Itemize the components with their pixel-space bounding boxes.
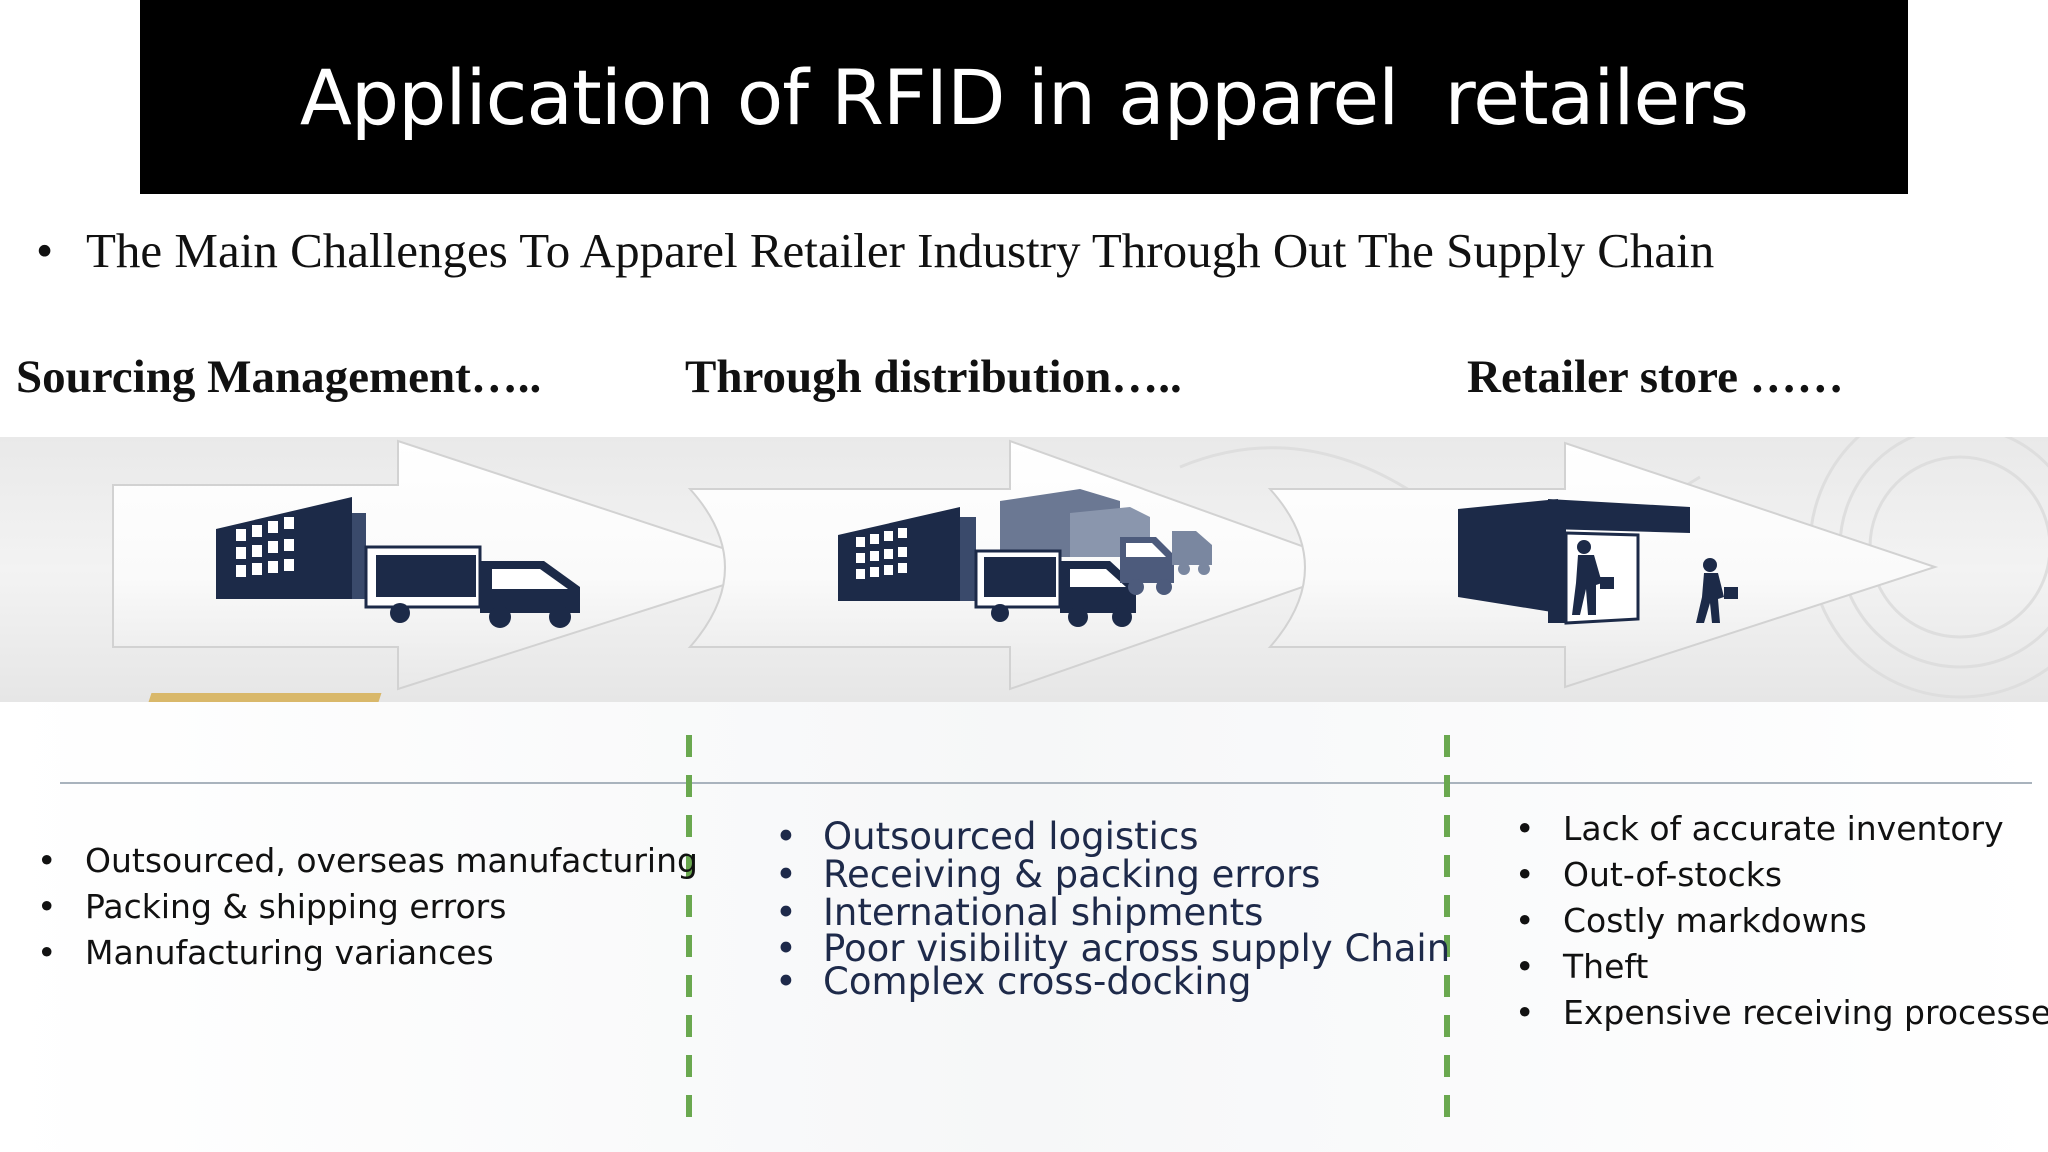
supply-chain-arrows: [112, 437, 2048, 699]
bullet: •: [775, 960, 797, 1003]
list-item: • Poor visibility across supply Chain: [775, 930, 1450, 967]
list-item: • Lack of accurate inventory: [1515, 806, 2048, 852]
subtitle-text: The Main Challenges To Apparel Retailer …: [86, 223, 1715, 278]
store-shoppers-icon: [1458, 499, 1738, 625]
list-item: • Manufacturing variances: [37, 930, 698, 976]
list-item-text: Theft: [1563, 947, 1649, 986]
list-item-text: Receiving & packing errors: [823, 853, 1321, 896]
list-item-text: Expensive receiving processes: [1563, 993, 2048, 1032]
list-item-text: International shipments: [823, 891, 1264, 934]
bullet: •: [1515, 855, 1535, 894]
gold-accent-strip: [148, 693, 382, 702]
list-item-text: Complex cross-docking: [823, 960, 1252, 1003]
list-item-text: Manufacturing variances: [85, 933, 494, 972]
list-item: • Theft: [1515, 944, 2048, 990]
factory-truck-icon: [216, 497, 580, 628]
bullet: •: [1515, 947, 1535, 986]
bullet: •: [775, 927, 797, 970]
bullet: •: [775, 853, 797, 896]
list-item: • Costly markdowns: [1515, 898, 2048, 944]
dashed-divider-2: [1444, 735, 1450, 1120]
bullet: •: [37, 841, 57, 880]
bullet: •: [1515, 901, 1535, 940]
challenges-panel: [0, 702, 2048, 1152]
distribution-challenges-list: • Outsourced logistics • Receiving & packi…: [775, 815, 1450, 1001]
stage-heading-distribution: Through distribution…..: [685, 351, 1182, 403]
list-item: • Outsourced logistics: [775, 815, 1450, 858]
list-item-text: Out-of-stocks: [1563, 855, 1783, 894]
list-item-text: Costly markdowns: [1563, 901, 1867, 940]
list-item: • Out-of-stocks: [1515, 852, 2048, 898]
list-item-text: Outsourced logistics: [823, 815, 1199, 858]
list-item-text: Poor visibility across supply Chain: [823, 927, 1451, 970]
list-item: • Packing & shipping errors: [37, 884, 698, 930]
bullet: •: [37, 887, 57, 926]
supply-chain-banner: [0, 437, 2048, 702]
list-item-text: Lack of accurate inventory: [1563, 809, 2004, 848]
sourcing-challenges-list: • Outsourced, overseas manufacturing • Pac…: [37, 838, 698, 976]
subtitle: • The Main Challenges To Apparel Retailer…: [36, 222, 1714, 279]
list-item-text: Packing & shipping errors: [85, 887, 507, 926]
horizontal-divider: [60, 782, 2032, 784]
bullet: •: [775, 815, 797, 858]
list-item: • International shipments: [775, 891, 1450, 934]
slide-title: Application of RFID in apparel retailers: [299, 52, 1749, 142]
bullet: •: [775, 891, 797, 934]
title-bar: Application of RFID in apparel retailers: [140, 0, 1908, 194]
list-item: • Outsourced, overseas manufacturing: [37, 838, 698, 884]
dashed-divider-1: [686, 735, 692, 1120]
bullet: •: [1515, 993, 1535, 1032]
list-item: • Expensive receiving processes: [1515, 990, 2048, 1036]
bullet: •: [37, 933, 57, 972]
list-item-text: Outsourced, overseas manufacturing: [85, 841, 698, 880]
list-item: • Complex cross-docking: [775, 963, 1450, 1000]
list-item: • Receiving & packing errors: [775, 853, 1450, 896]
stage-heading-sourcing: Sourcing Management…..: [16, 351, 542, 403]
subtitle-bullet: •: [36, 223, 54, 278]
warehouse-trucks-icon: [838, 489, 1212, 627]
stage-heading-retail: Retailer store ……: [1467, 351, 1844, 403]
bullet: •: [1515, 809, 1535, 848]
retail-challenges-list: • Lack of accurate inventory • Out-of-stoc…: [1515, 806, 2048, 1036]
